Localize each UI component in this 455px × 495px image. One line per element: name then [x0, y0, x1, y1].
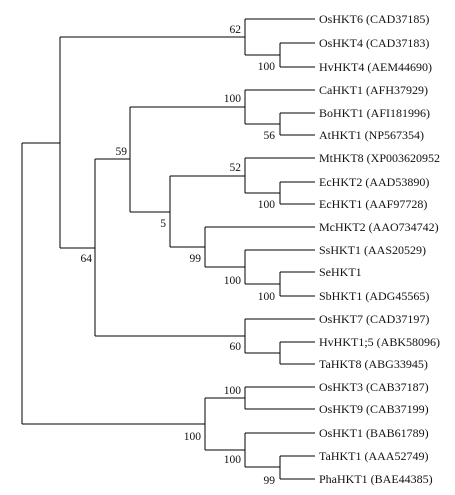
node-bo-at: [245, 113, 281, 135]
bootstrap-value: 100: [258, 199, 276, 211]
bootstrap-value: 99: [264, 475, 276, 487]
node-subfamily-1: [22, 37, 61, 248]
leaf-label: OsHKT6 (CAD37185): [319, 12, 429, 26]
leaf-label: OsHKT1 (BAB61789): [319, 426, 429, 440]
node-hkt1-5: [95, 319, 246, 353]
leaf-label: PhaHKT1 (BAE44385): [319, 472, 433, 486]
tree-branches: [21, 18, 315, 480]
leaf-label: OsHKT9 (CAB37199): [319, 402, 429, 416]
node-ss-se-sb: [205, 250, 246, 284]
leaf-label: SsHKT1 (AAS20529): [319, 243, 426, 257]
bootstrap-value: 100: [224, 275, 242, 287]
node-ta-pha: [245, 456, 281, 479]
node-ec: [245, 182, 281, 204]
bootstrap-value: 100: [224, 454, 242, 466]
leaf-label: MtHKT8 (XP003620952: [319, 151, 440, 165]
node-os3-os9: [205, 387, 246, 409]
leaf-label: OsHKT7 (CAD37197): [319, 312, 429, 326]
node-hkt1-clade: [205, 433, 246, 467]
node-halophytes: [170, 227, 206, 267]
node-subfamily-1-inner: [60, 159, 96, 336]
bootstrap-value: 52: [230, 162, 242, 174]
bootstrap-value: 60: [230, 341, 242, 353]
leaf-label: EcHKT1 (AAF97728): [319, 197, 427, 211]
leaf-label: TaHKT8 (ABG33945): [319, 357, 428, 371]
leaf-label: HvHKT4 (AEM44690): [319, 60, 432, 74]
node-se-sb: [245, 272, 281, 296]
bootstrap-value: 100: [224, 93, 242, 105]
bootstrap-value: 62: [230, 24, 242, 36]
leaf-label: OsHKT3 (CAB37187): [319, 380, 429, 394]
bootstrap-value: 100: [258, 291, 276, 303]
node-brassica: [130, 90, 246, 124]
node-mt-ec: [170, 158, 246, 193]
leaf-label: HvHKT1;5 (ABK58096): [319, 335, 440, 349]
bootstrap-value: 100: [224, 385, 242, 397]
bootstrap-value: 64: [81, 253, 93, 265]
bootstrap-value: 100: [258, 61, 276, 73]
leaf-label: OsHKT4 (CAD37183): [319, 36, 429, 50]
node-dicot: [95, 107, 131, 212]
leaf-label: TaHKT1 (AAA52749): [319, 449, 428, 463]
node-subfamily-2: [22, 398, 206, 450]
leaf-label: EcHKT2 (AAD53890): [319, 175, 429, 189]
node-hv-ta: [245, 342, 281, 364]
leaf-label: AtHKT1 (NP567354): [319, 128, 424, 142]
bootstrap-value: 5: [160, 218, 166, 230]
leaf-label: BoHKT1 (AFI181996): [319, 106, 430, 120]
leaf-label: CaHKT1 (AFH37929): [319, 83, 428, 97]
bootstrap-value: 100: [184, 431, 202, 443]
leaf-label: SbHKT1 (ADG45565): [319, 289, 429, 303]
leaf-label: SeHKT1: [319, 265, 362, 279]
node-clade-a: [60, 19, 246, 55]
bootstrap-value: 59: [116, 146, 128, 158]
bootstrap-value: 99: [190, 253, 202, 265]
leaf-label: McHKT2 (AAO734742): [319, 220, 439, 234]
bootstrap-values: 62 100 100 56 59 52 100 5 99 100 100 64 …: [81, 24, 276, 487]
bootstrap-value: 56: [264, 130, 276, 142]
node-os4-hv4: [245, 43, 281, 67]
node-dicot-inner: [130, 176, 171, 247]
leaf-labels: OsHKT6 (CAD37185) OsHKT4 (CAD37183) HvHK…: [319, 12, 440, 486]
